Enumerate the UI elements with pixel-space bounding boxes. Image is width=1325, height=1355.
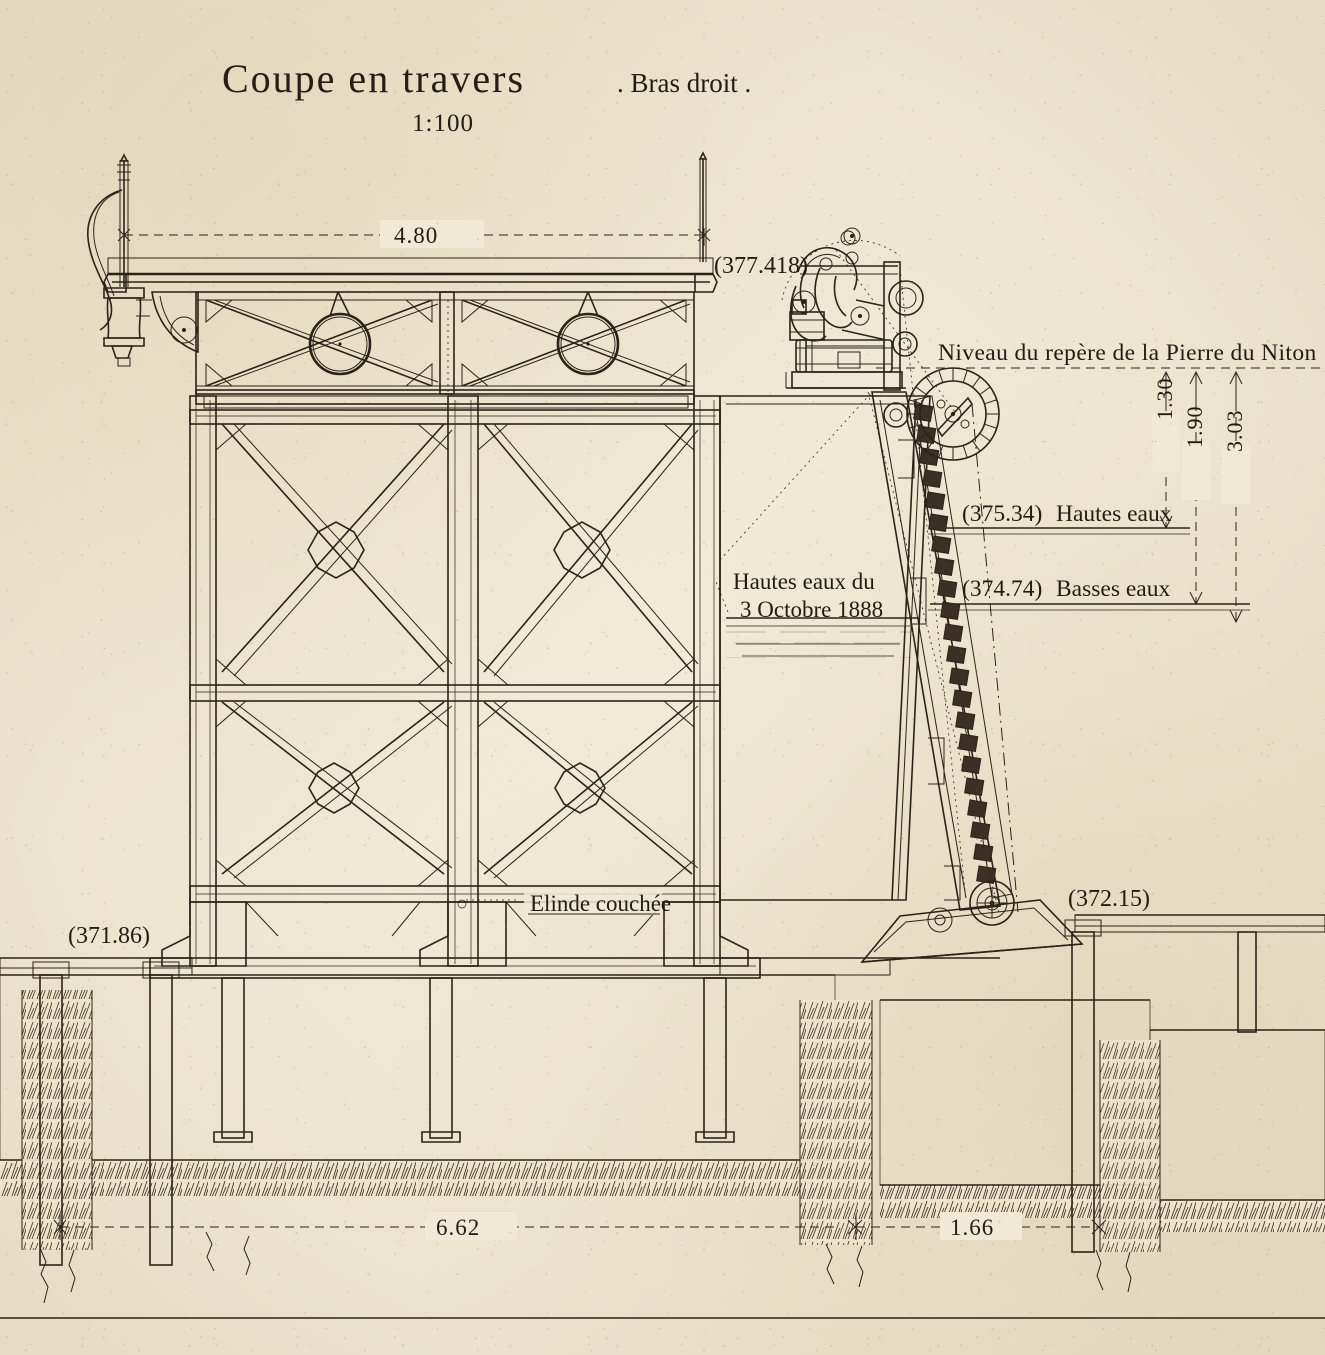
ladder-label: Elinde couchée: [530, 891, 671, 916]
scale-label: 1:100: [412, 110, 474, 137]
ground-section: [0, 974, 1325, 1304]
vertical-dim-a: 1.30: [1152, 378, 1177, 421]
steam-machinery: [781, 227, 924, 428]
datum-level-label: Niveau du repère de la Pierre du Niton: [938, 340, 1317, 366]
drive-sprocket-wheel: [906, 367, 1000, 461]
flood-line-2: 3 Octobre 1888: [740, 597, 883, 622]
low-water-elevation: (374.74): [962, 576, 1042, 602]
projection-lines: [189, 292, 721, 960]
bridge-deck: [103, 257, 718, 293]
left-ground-elevation: (371.86): [68, 923, 150, 949]
main-lattice-pier: [149, 395, 761, 1143]
page-title-suffix: . Bras droit .: [617, 68, 751, 98]
right-base-width-value: 1.66: [950, 1215, 994, 1240]
bay-bracing: [221, 423, 699, 879]
deck-girder: [195, 291, 695, 409]
low-water-annotation: (374.74) Basses eaux: [962, 576, 1170, 602]
construction-lines: [719, 249, 1019, 917]
high-water-elevation: (375.34): [962, 501, 1042, 527]
right-approach-deck: [1064, 914, 1325, 1253]
deck-elevation-label: (377.418): [714, 253, 808, 279]
ladder-annotation: Elinde couchée: [457, 889, 671, 916]
dimension-deck-width: 4.80: [117, 220, 711, 248]
suspended-pipe-right: [556, 291, 620, 376]
vertical-dimension-chain: 1.30 1.90 3.03: [1152, 372, 1250, 624]
lamp-standard: [87, 153, 199, 367]
datum-level-line: Niveau du repère de la Pierre du Niton: [876, 340, 1325, 404]
bucket-ladder: [860, 391, 1084, 963]
vertical-dim-b: 1.90: [1182, 406, 1207, 449]
right-post: [698, 151, 708, 262]
vertical-dim-c: 3.03: [1222, 410, 1247, 453]
gusset-plate: [307, 521, 611, 814]
low-water-label: Basses eaux: [1056, 576, 1170, 602]
mid-roadway: [719, 957, 1000, 976]
bottom-dimension-chain: 6.62 1.66: [53, 1212, 1107, 1240]
suspended-pipe-left: [308, 291, 372, 376]
title-block: Coupe en travers . Bras droit . 1:100: [222, 56, 751, 137]
base-width-value: 6.62: [436, 1215, 480, 1240]
high-water-annotation: (375.34) Hautes eaux: [962, 501, 1172, 527]
deck-width-value: 4.80: [394, 223, 438, 248]
right-ground-elevation: (372.15): [1068, 886, 1150, 912]
flood-1888-annotation: Hautes eaux du 3 Octobre 1888: [715, 569, 883, 622]
water-levels: [726, 527, 1250, 658]
bucket-chain: [913, 395, 1013, 899]
page-title: Coupe en travers: [222, 56, 525, 101]
high-water-label: Hautes eaux: [1056, 501, 1172, 527]
flood-line-1: Hautes eaux du: [733, 569, 875, 594]
